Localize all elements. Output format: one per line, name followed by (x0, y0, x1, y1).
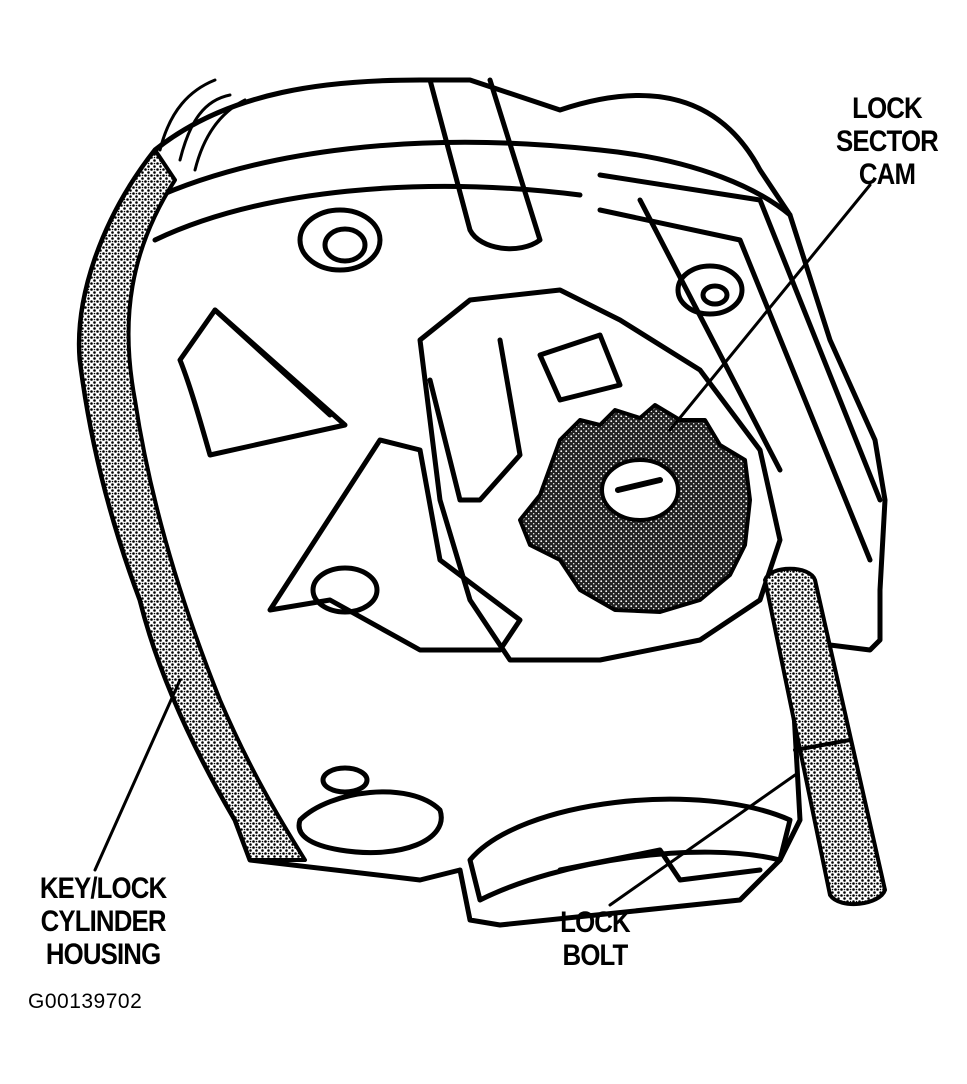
lock-bolt-label: LOCK BOLT (560, 906, 631, 972)
key-lock-cylinder-housing-label: KEY/LOCK CYLINDER HOUSING (39, 872, 167, 971)
lock-sector-cam-label: LOCK SECTOR CAM (836, 92, 939, 191)
leader-lines (93, 183, 872, 907)
wire-strands (158, 78, 247, 172)
housing-cutout (177, 307, 348, 458)
figure-id: G00139702 (28, 990, 143, 1013)
lock-lever (267, 437, 523, 653)
housing-shaded-band (77, 148, 307, 862)
bottom-bore (467, 796, 793, 903)
lock-bolt-rod (763, 566, 887, 907)
lock-sector-cam (518, 403, 752, 614)
steering-shaft (427, 77, 543, 252)
housing-cavity (417, 287, 783, 663)
